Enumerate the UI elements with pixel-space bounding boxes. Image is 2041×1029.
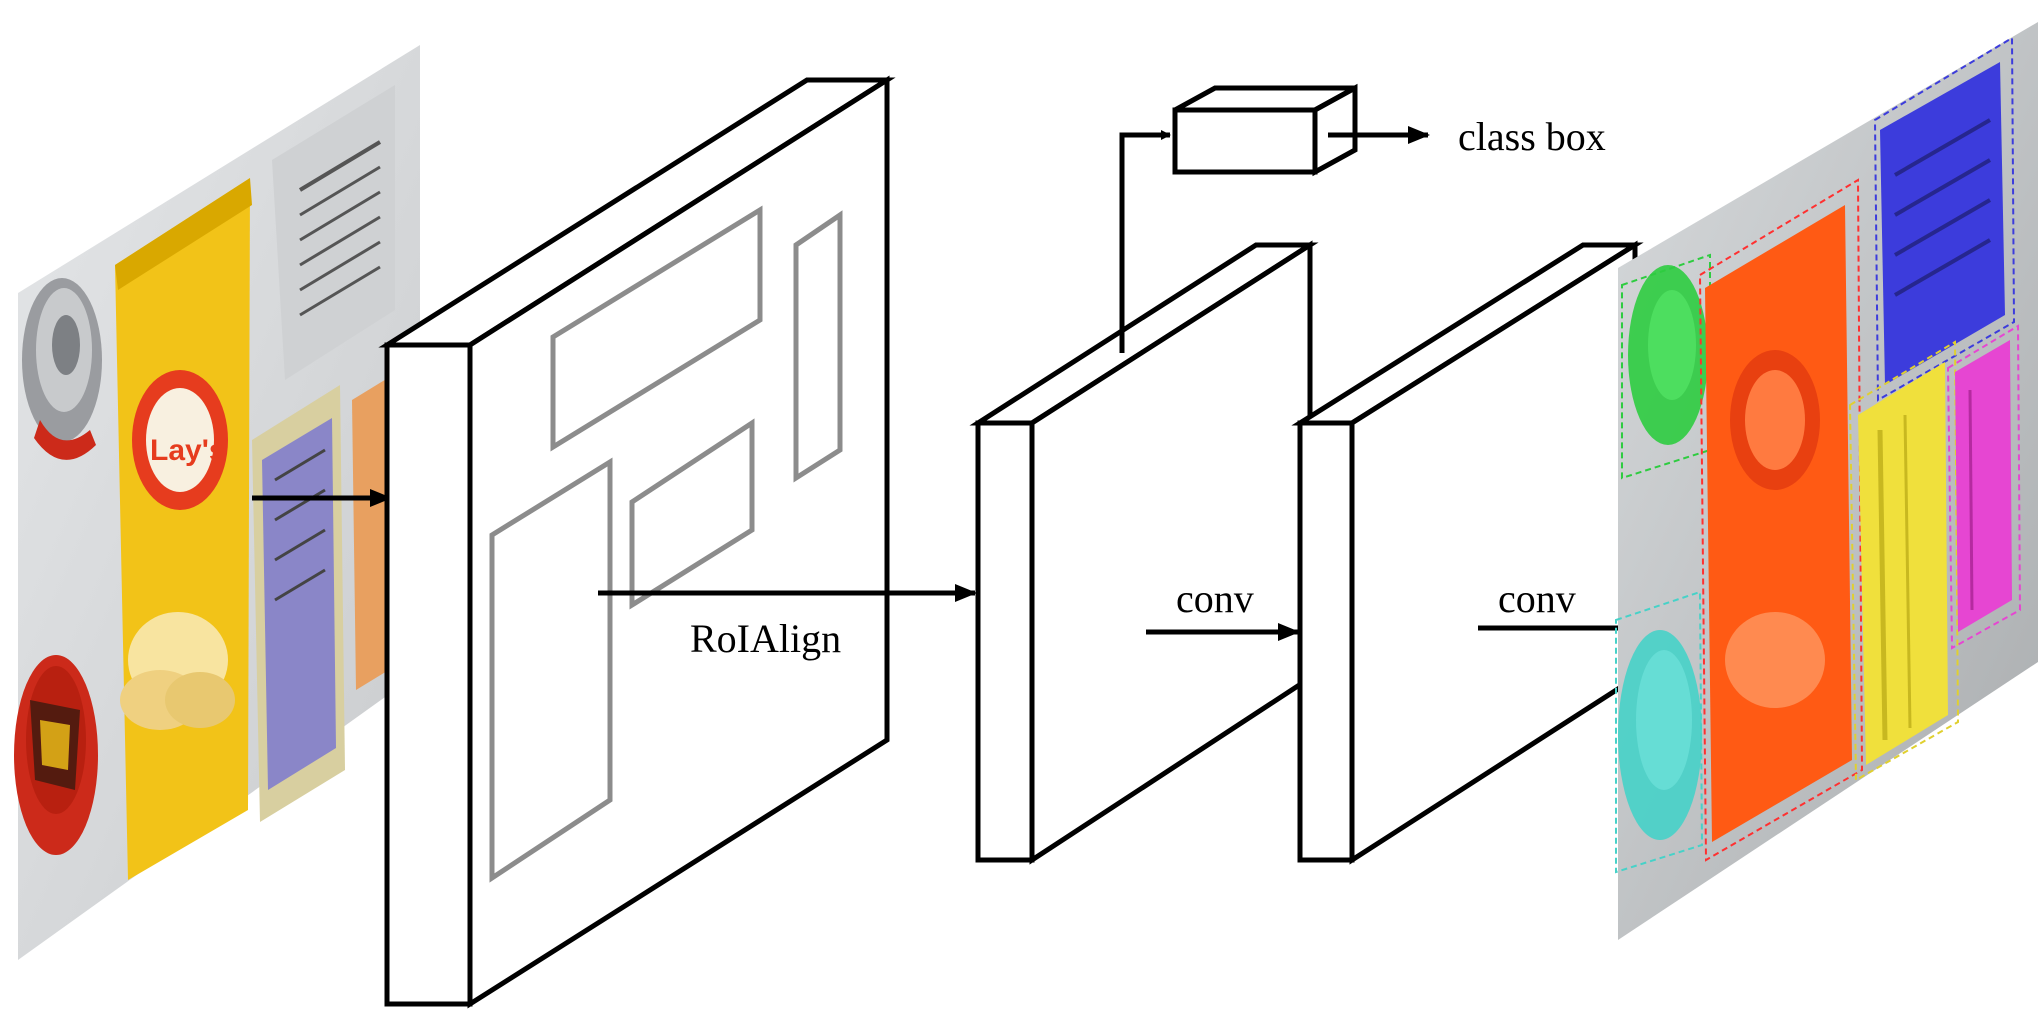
silver-packet xyxy=(272,85,395,380)
foil-packet xyxy=(252,385,345,822)
mask-yellow xyxy=(1848,340,1960,782)
mask-magenta xyxy=(1946,324,2022,650)
chip-bag: Lay's xyxy=(115,178,252,880)
mask-green xyxy=(1621,253,1711,480)
backbone-feature-map xyxy=(378,75,896,1009)
fc-head-side-face xyxy=(1312,83,1358,177)
roi-feature-map-2 xyxy=(1291,240,1644,865)
backbone-front-face xyxy=(467,75,890,1009)
roi-box-2 xyxy=(793,210,843,483)
soda-can xyxy=(22,278,102,460)
roi-feature-2-side-face xyxy=(1297,420,1355,863)
conv-label-2: conv xyxy=(1498,576,1576,621)
fc-head-box xyxy=(1172,83,1358,177)
roi-box-1 xyxy=(550,205,763,452)
roi-feature-2-front-face xyxy=(1349,240,1638,865)
backbone-side-face xyxy=(384,342,473,1007)
roialign-label: RoIAlign xyxy=(690,616,841,661)
mask-blue xyxy=(1873,36,2016,402)
mask-orange xyxy=(1698,178,1864,862)
fc-head-front-face xyxy=(1172,107,1318,175)
arrow-to-fc-head xyxy=(1119,130,1171,353)
roi-box-3 xyxy=(629,418,755,610)
output-image xyxy=(1615,22,2038,940)
roi-box-4 xyxy=(489,457,613,883)
chip-bag-logo-text: Lay's xyxy=(150,434,226,467)
noodle-cup xyxy=(14,655,98,855)
roi-feature-1-front-face xyxy=(1029,240,1313,865)
mask-cyan xyxy=(1615,590,1704,874)
roi-feature-map-1 xyxy=(969,240,1319,865)
roi-proposals xyxy=(489,205,843,883)
class-box-label: class box xyxy=(1458,114,1606,159)
orange-packet xyxy=(352,378,392,690)
conv-label-1: conv xyxy=(1176,576,1254,621)
roi-feature-1-side-face xyxy=(975,420,1035,863)
input-image: Lay's xyxy=(14,45,420,960)
